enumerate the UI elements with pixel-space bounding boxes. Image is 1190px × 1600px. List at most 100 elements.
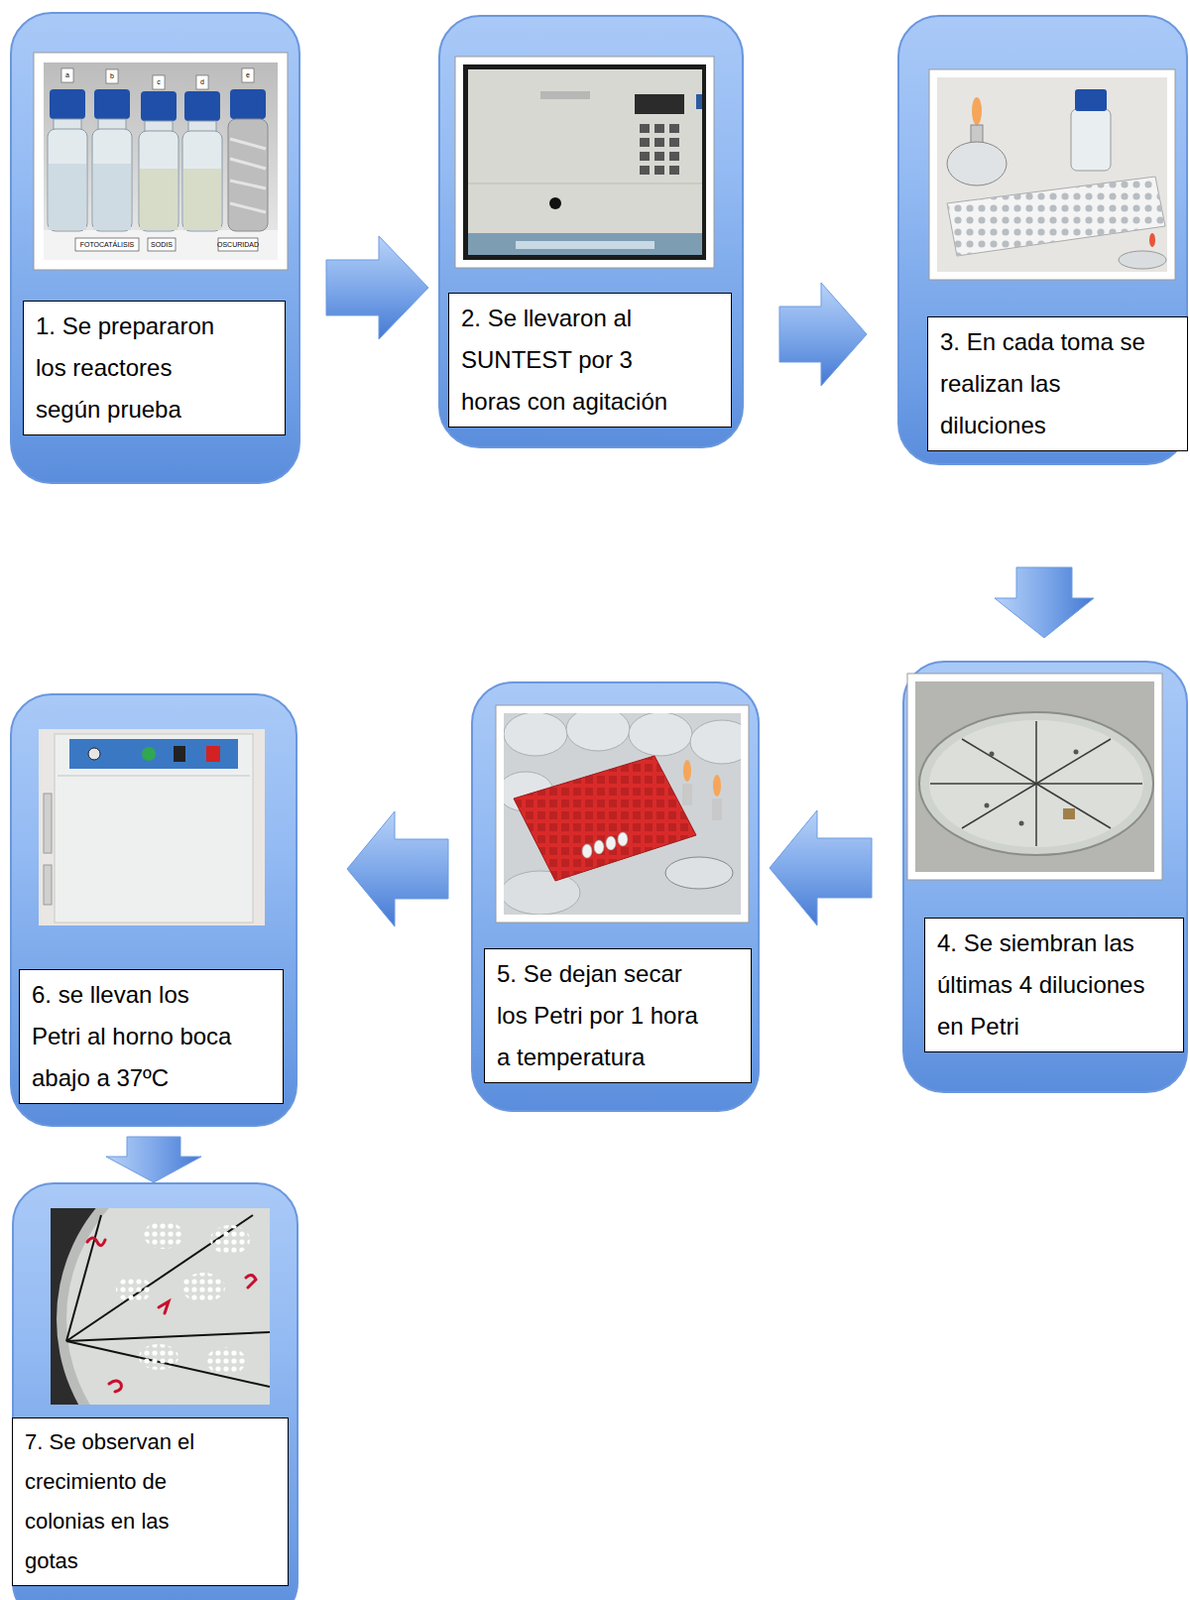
suntest-photo-part [540,91,591,100]
suntest-photo-part [468,69,703,234]
drying-photo-part [495,705,749,923]
drying-photo-part-part [712,798,722,821]
drying-photo-part-part [503,713,568,756]
drying-photo-part-part-part [617,832,628,846]
incubator-photo-part [43,793,52,853]
reactor-photo-part-part [230,89,266,119]
petri-dish-photo-part-part-part [1036,783,1111,829]
drying-photo-part-part [628,713,693,756]
drying-photo-part-part-part [605,835,616,850]
colonies-photo-part-part-part [245,1274,256,1288]
reactor-photo-part-part [139,168,178,231]
incubator-photo-part [57,775,250,777]
petri-dish-photo-part-part-part [930,782,1037,785]
dilution-photo-part [971,97,982,125]
petri-dish-photo-part-part-part [1035,783,1038,846]
reactor-photo-part [147,238,176,251]
colonies-photo-part-part-part [158,1301,169,1313]
suntest-photo-part-part [669,151,680,161]
reactor-photo-part-part [188,120,217,133]
reactor-photo-part-part [184,91,221,121]
drying-photo-part-part [690,719,741,764]
reactor-photo-part-part [98,119,126,131]
incubator-photo-part [54,733,253,923]
incubator-photo-part [173,745,186,762]
petri-dish-photo-part-part-part [961,783,1037,829]
reactor-photo-part [196,75,209,90]
petri-dish-photo-part [907,673,1163,880]
reactor-photo-part [106,69,119,84]
colonies-photo-part-part [116,1276,152,1303]
step-text: 1. Se prepararon los reactores según pru… [22,300,286,436]
reactor-photo-part-part [183,168,222,231]
reactor-photo-part [218,238,258,251]
suntest-photo-part-part [654,151,665,161]
petri-dish-photo-part-part [929,719,1144,847]
suntest-photo-part-part [639,137,650,147]
reactor-photo-part [241,68,254,83]
suntest-photo-part [468,233,703,255]
step-text: 7. Se observan el crecimiento de colonia… [11,1417,289,1586]
drying-photo-part [503,713,741,915]
drying-photo [495,705,754,923]
step-text: 3. En cada toma se realizan las dilucion… [927,316,1189,452]
suntest-photo [455,56,714,268]
drying-photo-part-part [582,832,628,858]
suntest-photo-part-part [654,137,665,147]
colonies-photo-part-part-part [87,1237,106,1246]
reactor-photo-part [43,230,278,260]
reactor-photo-part [152,75,165,90]
drying-photo-part-part [513,755,697,881]
step-text: 6. se llevan los Petri al horno boca aba… [18,968,284,1104]
reactor-photo-part-part [92,128,132,232]
suntest-photo-part-part [669,123,680,133]
suntest-photo-part [549,197,562,210]
incubator-photo-part [38,728,265,926]
reactor-photo-part-part [53,119,82,131]
petri-dish-photo-part-part [930,720,1143,846]
reactor-photo-part-part [93,163,131,231]
reactor-photo-part-part [49,89,86,119]
suntest-photo-part-part [639,123,650,133]
suntest-photo-part [463,64,707,260]
step-card: 4. Se siembran las últimas 4 diluciones … [902,660,1189,1093]
colonies-photo-part [50,1207,270,1405]
colonies-photo-part [56,1207,270,1405]
petri-dish-photo-part [919,712,1154,855]
block-arrow [347,811,449,927]
suntest-photo-part [515,240,655,249]
dilution-photo-part [947,141,1007,186]
petri-dish-photo-part [915,681,1155,872]
petri-dish-photo-part-part-part [984,803,990,809]
reactor-photo-part-part [182,130,223,232]
dilution-photo-part [1149,233,1156,247]
colonies-photo-part-part [206,1346,246,1375]
petri-dish-photo-part-part-part [961,738,1037,784]
reactor-photo-part-part [48,163,87,231]
drying-photo-part-part [682,783,693,806]
colonies-photo-part-part [143,1220,184,1249]
incubator-photo-part [69,738,238,769]
block-arrow [994,567,1094,638]
drying-photo-part-part [713,774,721,797]
block-arrow [326,236,429,340]
reactor-photo-part-part [47,128,88,232]
reactor-photo [33,52,288,270]
dilution-photo-part [1074,89,1107,112]
reactor-photo-part [33,52,288,270]
reactor-photo-part [61,68,74,83]
dilution-photo-part [1071,109,1111,171]
block-arrow [106,1136,202,1183]
colonies-photo-part-part [87,1237,256,1392]
suntest-photo-part-part [654,123,665,133]
suntest-photo-part-part [654,165,665,175]
suntest-photo-part-part [639,151,650,161]
step-text: 4. Se siembran las últimas 4 diluciones … [924,917,1185,1053]
step-text: 5. Se dejan secar los Petri por 1 hora a… [483,948,752,1083]
petri-dish-photo-part-part-part [1036,738,1111,784]
drying-photo-part-part [503,870,581,915]
suntest-photo-part-part [669,137,680,147]
dilution-photo-part [947,176,1166,256]
petri-dish-photo-part-part [1063,808,1075,820]
